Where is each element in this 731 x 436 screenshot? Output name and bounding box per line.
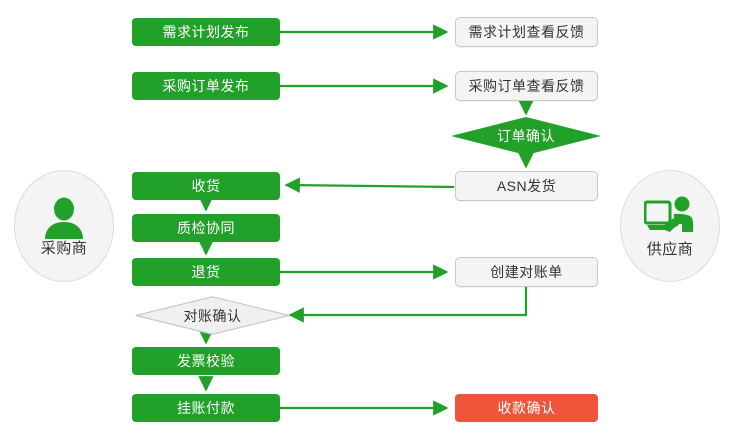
- node-demand-plan-publish[interactable]: 需求计划发布: [132, 18, 280, 46]
- node-quality-collaboration[interactable]: 质检协同: [132, 214, 280, 242]
- actor-buyer-label: 采购商: [40, 239, 88, 257]
- node-po-publish[interactable]: 采购订单发布: [132, 72, 280, 100]
- node-statement-confirm[interactable]: 对账确认: [135, 296, 290, 335]
- node-payment-posting[interactable]: 挂账付款: [132, 394, 280, 422]
- node-demand-plan-feedback[interactable]: 需求计划查看反馈: [455, 17, 598, 47]
- node-receipt-confirm[interactable]: 收款确认: [455, 394, 598, 422]
- actor-supplier-label: 供应商: [646, 240, 694, 258]
- node-return-goods[interactable]: 退货: [132, 258, 280, 286]
- node-invoice-check[interactable]: 发票校验: [132, 347, 280, 375]
- node-order-confirm-label: 订单确认: [497, 128, 555, 144]
- node-receive-goods[interactable]: 收货: [132, 172, 280, 200]
- person-computer-icon: [643, 196, 696, 240]
- actor-buyer[interactable]: 采购商: [14, 170, 114, 282]
- edge-create-statement-to-statement-confirm: [288, 287, 528, 323]
- edge-asn-to-receive-goods: [284, 177, 455, 193]
- node-asn-shipment[interactable]: ASN发货: [455, 171, 598, 201]
- node-order-confirm[interactable]: 订单确认: [451, 117, 601, 155]
- node-po-feedback[interactable]: 采购订单查看反馈: [455, 71, 598, 101]
- node-statement-confirm-label: 对账确认: [183, 307, 242, 324]
- person-icon: [42, 197, 86, 239]
- actor-supplier[interactable]: 供应商: [620, 170, 720, 282]
- node-create-statement[interactable]: 创建对账单: [455, 257, 598, 287]
